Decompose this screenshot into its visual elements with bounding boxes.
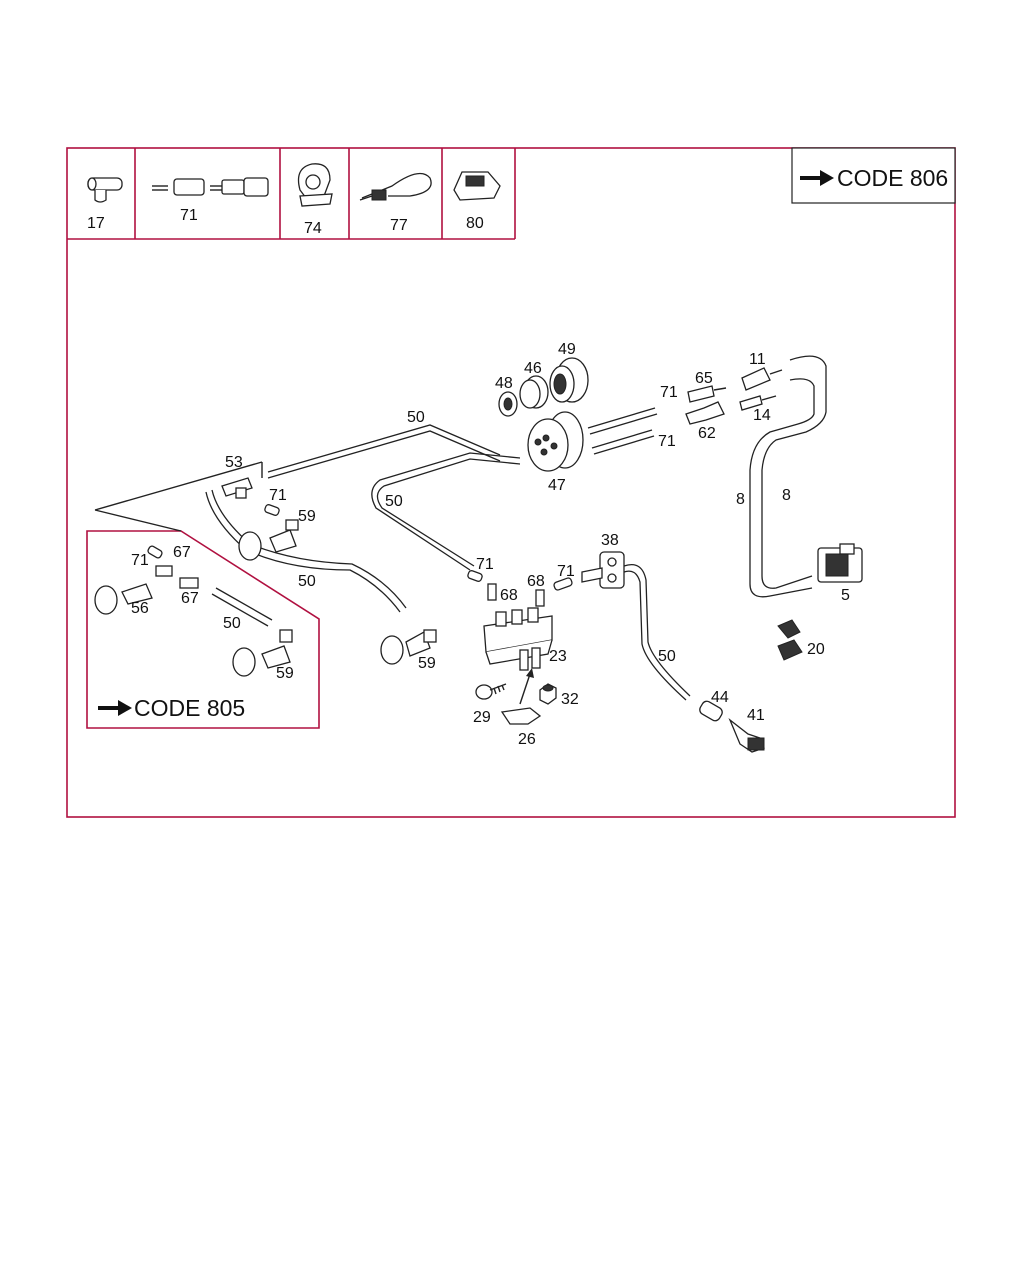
callout-50-b: 50 bbox=[385, 493, 403, 510]
callout-71-c: 71 bbox=[269, 487, 287, 504]
bracket-26 bbox=[500, 707, 542, 725]
callout-48: 48 bbox=[495, 375, 513, 392]
callout-32: 32 bbox=[561, 691, 579, 708]
nozzle-59-a bbox=[238, 519, 299, 561]
callout-29: 29 bbox=[473, 709, 491, 726]
callout-5: 5 bbox=[841, 587, 850, 604]
callout-50-d: 50 bbox=[223, 615, 241, 632]
callout-20: 20 bbox=[807, 641, 825, 658]
code-806-label: CODE 806 bbox=[837, 165, 948, 191]
connector-65 bbox=[687, 385, 727, 403]
connector-71-icon bbox=[152, 177, 269, 197]
callout-59-c: 59 bbox=[276, 665, 294, 682]
legend-number-74: 74 bbox=[304, 220, 322, 237]
callout-71-b: 71 bbox=[658, 433, 676, 450]
legend-strip bbox=[67, 148, 516, 240]
callout-62: 62 bbox=[698, 425, 716, 442]
legend-number-80: 80 bbox=[466, 215, 484, 232]
clamp-74-icon bbox=[297, 163, 333, 207]
callout-65: 65 bbox=[695, 370, 713, 387]
junction-53 bbox=[221, 477, 253, 499]
housing-49 bbox=[549, 357, 589, 403]
callout-23: 23 bbox=[549, 648, 567, 665]
ring-46 bbox=[519, 375, 549, 409]
callout-44: 44 bbox=[711, 689, 729, 706]
nozzle-59-inset bbox=[232, 629, 293, 677]
nut-80-icon bbox=[453, 171, 501, 201]
callout-67-a: 67 bbox=[173, 544, 191, 561]
code-806-box: CODE 806 bbox=[791, 147, 956, 204]
callout-50-c: 50 bbox=[298, 573, 316, 590]
nozzle-59-b bbox=[380, 629, 437, 665]
legend-number-77: 77 bbox=[390, 217, 408, 234]
callout-50-a: 50 bbox=[407, 409, 425, 426]
callout-56: 56 bbox=[131, 600, 149, 617]
callout-71-e: 71 bbox=[557, 563, 575, 580]
callout-26: 26 bbox=[518, 731, 536, 748]
check-valve-41 bbox=[728, 717, 765, 753]
legend-number-17: 17 bbox=[87, 215, 105, 232]
callout-14: 14 bbox=[753, 407, 771, 424]
callout-67-b: 67 bbox=[181, 590, 199, 607]
callout-47: 47 bbox=[548, 477, 566, 494]
rod-71-items bbox=[147, 504, 573, 591]
connector-62 bbox=[685, 401, 725, 425]
callout-49: 49 bbox=[558, 341, 576, 358]
sleeve-44 bbox=[699, 700, 723, 722]
callout-71-d: 71 bbox=[476, 556, 494, 573]
callout-53: 53 bbox=[225, 454, 243, 471]
callout-50-e: 50 bbox=[658, 648, 676, 665]
callout-68-b: 68 bbox=[527, 573, 545, 590]
connector-11 bbox=[741, 367, 783, 391]
pump-5 bbox=[817, 543, 863, 583]
callout-71-a: 71 bbox=[660, 384, 678, 401]
hose-pipes bbox=[205, 355, 827, 701]
callout-8-b: 8 bbox=[782, 487, 791, 504]
nozzle-56-inset bbox=[94, 565, 199, 615]
nut-32 bbox=[539, 683, 557, 705]
callout-8-a: 8 bbox=[736, 491, 745, 508]
distributor-23 bbox=[483, 583, 553, 671]
callout-11: 11 bbox=[749, 351, 766, 368]
callout-59-b: 59 bbox=[418, 655, 436, 672]
callout-59-a: 59 bbox=[298, 508, 316, 525]
callout-46: 46 bbox=[524, 360, 542, 377]
cable-tie-77-icon bbox=[359, 172, 432, 201]
arrow-to-23 bbox=[519, 668, 534, 705]
callout-71-f: 71 bbox=[131, 552, 149, 569]
callout-38: 38 bbox=[601, 532, 619, 549]
ring-48 bbox=[498, 391, 518, 417]
cap-47 bbox=[527, 411, 584, 472]
connector-14 bbox=[739, 395, 777, 411]
callout-68-a: 68 bbox=[500, 587, 518, 604]
code-805-inset: CODE 805 bbox=[86, 461, 320, 729]
legend-number-71: 71 bbox=[180, 207, 198, 224]
callout-41: 41 bbox=[747, 707, 765, 724]
diagram-frame bbox=[66, 147, 956, 818]
clip-17-icon bbox=[87, 177, 123, 203]
valve-38 bbox=[581, 551, 625, 589]
relay-20 bbox=[777, 619, 803, 661]
screw-29 bbox=[475, 683, 507, 700]
code-805-label: CODE 805 bbox=[134, 695, 245, 721]
